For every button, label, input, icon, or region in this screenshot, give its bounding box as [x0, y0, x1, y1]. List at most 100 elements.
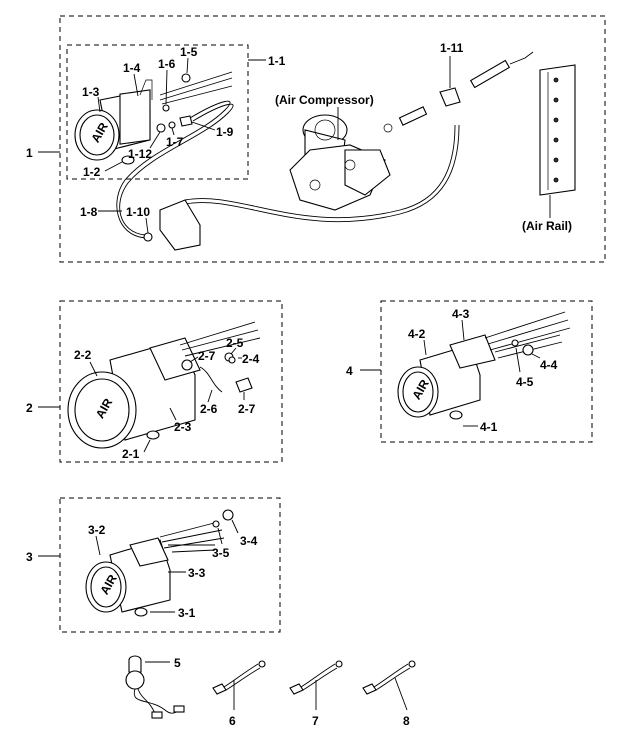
callout-2-7-upper: 2-7 — [198, 349, 216, 363]
gauge-1-wires — [159, 71, 233, 105]
callout-1-11: 1-11 — [440, 41, 464, 55]
air-line — [184, 124, 456, 219]
leader-4-5 — [515, 347, 521, 373]
hose-segment — [398, 106, 428, 126]
gauge-3-2: AIR — [85, 537, 171, 613]
callout-8: 8 — [403, 714, 410, 728]
gauge-4-wires — [484, 311, 571, 351]
leader-1-3 — [97, 96, 101, 113]
leader-3-2 — [95, 535, 101, 556]
callout-1: 1 — [26, 146, 33, 160]
fitting-1-9 — [179, 115, 193, 127]
leader-1-7 — [171, 127, 175, 136]
callout-2: 2 — [26, 401, 33, 415]
clamp-small — [383, 123, 393, 133]
leader-2-2 — [89, 361, 98, 377]
leader-2-7a — [189, 356, 199, 363]
leader-4-3 — [461, 319, 465, 341]
tee-fitting-1-11 — [439, 87, 461, 107]
loose-parts: 5 6 7 8 — [125, 655, 416, 728]
leader-4-4 — [531, 353, 541, 359]
hose-to-rail — [469, 59, 511, 89]
callout-1-4: 1-4 — [123, 61, 141, 75]
tube-1-8 — [116, 100, 231, 239]
gauge-1-3: AIR — [74, 79, 153, 161]
callout-1-3: 1-3 — [82, 85, 100, 99]
group-3-box — [59, 497, 281, 633]
callout-3-1: 3-1 — [178, 606, 196, 620]
part-7-lead — [289, 660, 343, 695]
callout-2-1: 2-1 — [122, 447, 140, 461]
callout-2-5: 2-5 — [226, 336, 244, 350]
nut-3-4 — [222, 509, 234, 521]
leader-8 — [394, 677, 408, 711]
bulb-1-2 — [121, 155, 135, 165]
leader-3-4 — [231, 519, 239, 534]
callout-4-5: 4-5 — [516, 375, 534, 389]
leader-3-5 — [217, 527, 223, 545]
gauge-3-wires — [159, 521, 225, 549]
nut-1-7 — [168, 121, 176, 129]
leader-1-9 — [191, 121, 216, 131]
leader-2-6 — [207, 389, 213, 403]
callout-1-12: 1-12 — [128, 147, 152, 161]
callout-3-2: 3-2 — [88, 523, 106, 537]
air-line-inner — [184, 124, 460, 223]
callout-1-10: 1-10 — [126, 205, 150, 219]
leader-1-10 — [145, 217, 149, 234]
callout-1-2: 1-2 — [83, 165, 101, 179]
nut-1-6 — [162, 104, 170, 112]
label-air-compressor: (Air Compressor) — [275, 93, 374, 107]
callout-4-4: 4-4 — [540, 358, 558, 372]
leader-2-5 — [230, 347, 237, 355]
fitting-2-7 — [235, 377, 253, 393]
callout-3-5: 3-5 — [212, 546, 230, 560]
callout-2-7-lower: 2-7 — [238, 402, 256, 416]
callout-1-9: 1-9 — [216, 125, 234, 139]
leader-2-1 — [143, 439, 151, 453]
leader-1-6 — [165, 69, 168, 105]
leader-1-4 — [133, 73, 139, 97]
washer-3-5 — [212, 520, 220, 528]
nut-4-4 — [522, 344, 534, 356]
air-compressor — [289, 114, 391, 211]
gauge-2-wires — [179, 321, 261, 357]
callout-4: 4 — [346, 364, 353, 378]
assembly-group-1: AIR — [26, 15, 606, 263]
callout-3: 3 — [26, 550, 33, 564]
washer-4-5 — [511, 339, 519, 347]
callout-4-2: 4-2 — [408, 327, 426, 341]
nut-1-5 — [181, 73, 191, 83]
callout-7: 7 — [312, 714, 319, 728]
gauge-4-2: AIR — [397, 334, 496, 418]
hose-link — [509, 51, 534, 65]
assembly-group-4: AIR 4 4-1 4-2 4-3 4-4 4-5 — [346, 300, 593, 443]
leader-1-2 — [104, 161, 123, 172]
callout-1-6: 1-6 — [158, 57, 176, 71]
part-6-lead — [212, 660, 266, 695]
callout-3-3: 3-3 — [188, 566, 206, 580]
part-5-switch — [125, 655, 185, 719]
group-4-box — [380, 300, 593, 443]
callout-1-1: 1-1 — [268, 54, 286, 68]
bulb-3-1 — [134, 607, 148, 617]
callout-1-8: 1-8 — [80, 205, 98, 219]
air-rail — [539, 64, 576, 196]
callout-4-1: 4-1 — [480, 420, 498, 434]
nut-2-4 — [228, 356, 236, 364]
gauge-3-wires-lower — [168, 544, 216, 553]
bulb-4-1 — [449, 410, 463, 420]
callout-2-4: 2-4 — [242, 352, 260, 366]
leader-1-12 — [149, 131, 161, 149]
callout-1-5: 1-5 — [180, 45, 198, 59]
callout-3-4: 3-4 — [240, 534, 258, 548]
assembly-group-3: AIR 3 3-1 3-2 3-3 3-4 3-5 — [26, 497, 281, 633]
leader-1-5 — [186, 57, 189, 74]
callout-2-3: 2-3 — [174, 420, 192, 434]
group-2-box — [59, 300, 283, 463]
bracket-1-10 — [159, 199, 201, 251]
assembly-group-2: AIR 2 2-1 2-2 2-3 2-4 2-5 2-6 2-7 2-7 — [26, 300, 283, 463]
group-1-1-box — [66, 44, 249, 180]
fitting-1-10 — [143, 232, 153, 242]
